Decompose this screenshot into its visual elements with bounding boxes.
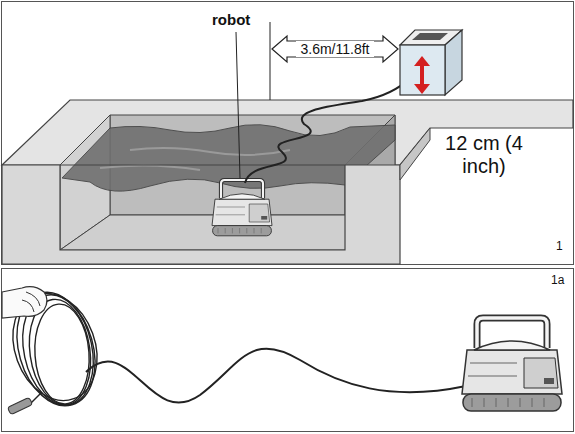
dimension-label: 3.6m/11.8ft: [296, 41, 374, 57]
figure-number: 1a: [551, 274, 564, 288]
panel-1: [2, 2, 574, 265]
part-name: robot: [212, 11, 250, 28]
panel-1a: [0, 269, 573, 432]
figure-number: 1: [556, 240, 563, 254]
dimension-label: 12 cm (4 inch): [432, 132, 536, 178]
